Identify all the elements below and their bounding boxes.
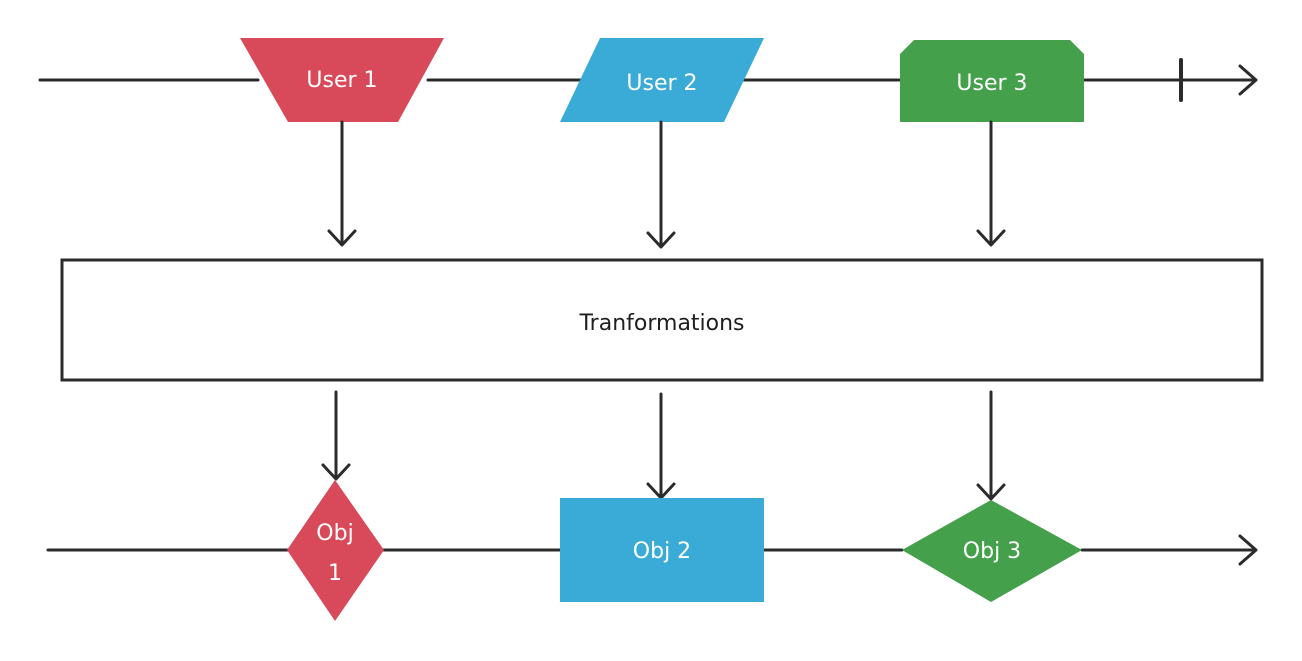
obj-3-node[interactable]: Obj 3 <box>902 500 1082 602</box>
obj-2-node[interactable]: Obj 2 <box>560 498 764 602</box>
obj-3-label: Obj 3 <box>963 539 1021 564</box>
user-2-shape <box>560 38 764 122</box>
user-3-shape <box>900 40 1084 122</box>
user-3-label: User 3 <box>956 71 1027 96</box>
transformations-label: Tranformations <box>578 311 744 336</box>
arrowhead-user1-to-transform <box>327 229 357 247</box>
obj-1-label-line2: 1 <box>328 561 342 586</box>
arrowhead-transform-to-obj3 <box>976 483 1006 501</box>
transformations-rect <box>60 258 1264 382</box>
user-2-node[interactable]: User 2 <box>560 38 764 122</box>
obj-3-shape <box>902 500 1082 602</box>
transformations-box[interactable]: Tranformations <box>60 258 1264 382</box>
obj-1-node[interactable]: Obj 1 <box>287 480 384 621</box>
bottom-timeline-arrowhead <box>1238 534 1258 566</box>
user-2-label: User 2 <box>626 71 697 96</box>
top-timeline-arrowhead <box>1238 64 1258 96</box>
user-1-node[interactable]: User 1 <box>240 38 444 122</box>
arrowhead-user2-to-transform <box>646 231 676 249</box>
arrowhead-transform-to-obj1 <box>321 463 351 481</box>
user-3-node[interactable]: User 3 <box>900 40 1084 122</box>
obj-2-label: Obj 2 <box>633 539 691 564</box>
arrowhead-user3-to-transform <box>976 229 1006 247</box>
obj-1-label-line1: Obj <box>316 521 353 546</box>
user-1-shape <box>240 38 444 122</box>
user-1-label: User 1 <box>306 68 377 93</box>
obj-1-shape <box>287 480 384 621</box>
obj-2-shape <box>560 498 764 602</box>
